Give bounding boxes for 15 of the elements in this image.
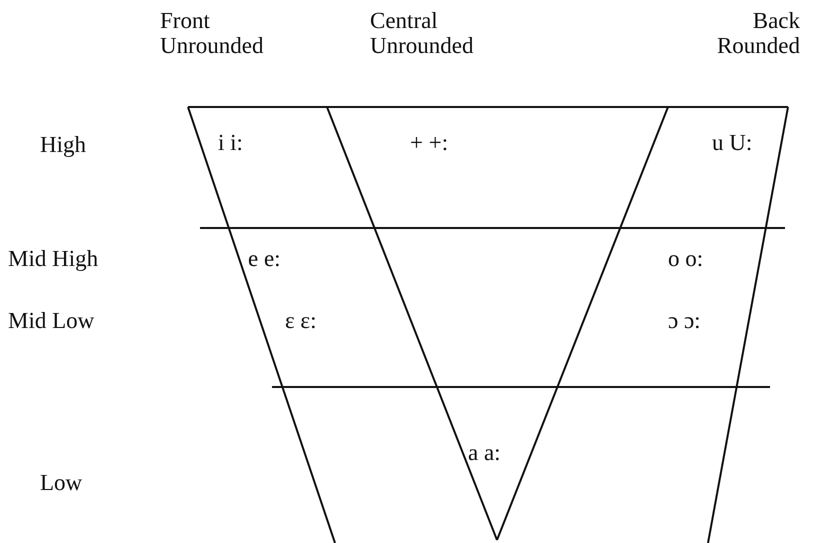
vowel-symbols: ɛ ɛ: [285, 308, 316, 333]
vowel-symbols: + +: [410, 130, 448, 155]
row-heading: High [40, 132, 86, 157]
vowel-symbols: i i: [218, 130, 243, 155]
column-heading: Central Unrounded [370, 8, 474, 58]
column-heading: Front Unrounded [160, 8, 264, 58]
vowel-symbols: a a: [468, 440, 501, 465]
row-heading: Low [40, 470, 82, 495]
column-heading: Back Rounded [716, 8, 800, 58]
vowel-symbols: o o: [668, 246, 704, 271]
vowel-symbols: ɔ ɔ: [668, 308, 701, 333]
vowel-symbols: e e: [248, 246, 281, 271]
vowel-symbols: u U: [712, 130, 752, 155]
row-heading: Mid Low [8, 308, 94, 333]
row-heading: Mid High [8, 246, 98, 271]
